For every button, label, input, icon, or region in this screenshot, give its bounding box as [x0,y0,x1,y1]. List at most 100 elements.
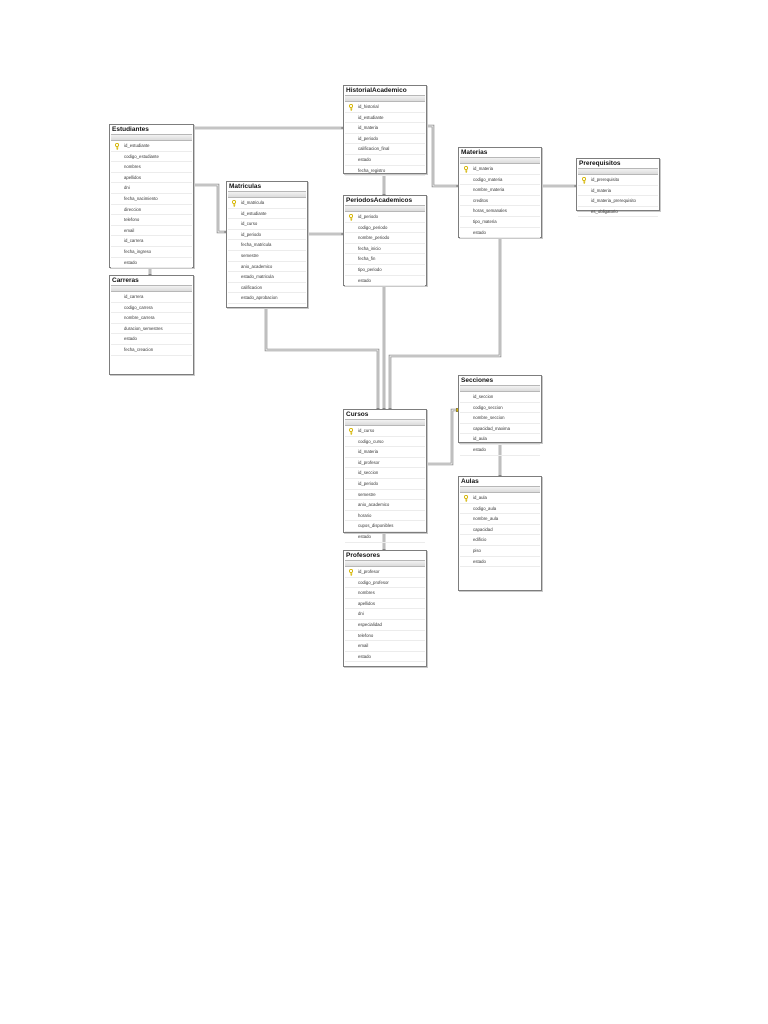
column-row[interactable]: capacidad [460,525,540,536]
column-row[interactable]: estado [460,228,540,239]
column-row[interactable]: apellidos [345,599,425,610]
table-title[interactable]: Materias [459,148,541,157]
column-row[interactable]: calificacion_final [345,144,425,155]
column-row[interactable]: id_curso [228,219,306,230]
column-row[interactable]: codigo_materia [460,175,540,186]
column-row[interactable]: id_periodo [345,134,425,145]
column-row[interactable]: id_carrera [111,236,192,247]
column-row[interactable]: tipo_periodo [345,265,425,276]
column-row[interactable]: duracion_semestres [111,324,192,335]
column-row[interactable]: cupos_disponibles [345,521,425,532]
column-row[interactable]: nombres [345,588,425,599]
column-row[interactable]: fecha_nacimiento [111,194,192,205]
table-title[interactable]: HistorialAcademico [344,86,426,95]
column-row[interactable]: estado [345,276,425,287]
column-row[interactable]: estado_matricula [228,272,306,283]
column-row[interactable]: horario [345,511,425,522]
column-row[interactable]: especialidad [345,620,425,631]
column-row[interactable]: nombre_periodo [345,233,425,244]
column-row[interactable]: estado [345,155,425,166]
column-row[interactable]: id_materia [345,123,425,134]
column-row[interactable]: codigo_estudiante [111,152,192,163]
column-row[interactable]: fecha_matricula [228,240,306,251]
column-row[interactable]: fecha_fin [345,254,425,265]
column-row[interactable]: id_periodo [228,230,306,241]
column-row[interactable]: creditos [460,196,540,207]
column-row[interactable]: estado_aprobacion [228,293,306,304]
column-row[interactable]: email [111,226,192,237]
column-row[interactable]: nombre_aula [460,514,540,525]
column-row[interactable]: estado [460,445,540,456]
column-row[interactable]: id_periodo [345,479,425,490]
column-row[interactable]: codigo_seccion [460,403,540,414]
column-row[interactable]: id_materia_prerequisito [578,196,658,207]
column-row[interactable]: anio_academico [228,262,306,273]
column-row[interactable]: id_carrera [111,292,192,303]
column-row[interactable]: calificacion [228,283,306,294]
column-row[interactable]: horas_semanales [460,206,540,217]
column-row[interactable]: codigo_aula [460,504,540,515]
column-row[interactable]: id_seccion [345,468,425,479]
column-row[interactable]: fecha_registro [345,166,425,177]
column-row[interactable]: id_curso [345,426,425,437]
column-row[interactable]: telefono [345,631,425,642]
column-row[interactable]: direccion [111,205,192,216]
column-row[interactable]: email [345,641,425,652]
column-row[interactable]: fecha_creacion [111,345,192,356]
table-title[interactable]: Prerequisitos [577,159,659,168]
column-row[interactable]: dni [345,609,425,620]
column-row[interactable]: codigo_periodo [345,223,425,234]
column-row[interactable]: tipo_materia [460,217,540,228]
column-row[interactable]: codigo_profesor [345,578,425,589]
column-row[interactable]: id_profesor [345,567,425,578]
column-row[interactable]: estado [460,557,540,568]
column-row[interactable]: id_matricula [228,198,306,209]
table-title[interactable]: Carreras [110,276,193,285]
table-title[interactable]: Profesores [344,551,426,560]
table-title[interactable]: Matriculas [227,182,307,191]
column-row[interactable]: capacidad_maxima [460,424,540,435]
column-row[interactable]: fecha_inicio [345,244,425,255]
table-title[interactable]: Secciones [459,376,541,385]
column-row[interactable]: estado [345,532,425,543]
column-row[interactable]: id_estudiante [111,141,192,152]
table-title[interactable]: PeriodosAcademicos [344,196,426,205]
column-row[interactable]: id_materia [578,186,658,197]
column-row[interactable]: id_seccion [460,392,540,403]
column-row[interactable]: nombres [111,162,192,173]
column-row[interactable]: telefono [111,215,192,226]
column-row[interactable]: fecha_ingreso [111,247,192,258]
column-row[interactable]: dni [111,183,192,194]
column-row[interactable]: id_estudiante [345,113,425,124]
column-row[interactable]: edificio [460,535,540,546]
column-row[interactable]: semestre [228,251,306,262]
column-row[interactable]: es_obligatorio [578,207,658,218]
column-row[interactable]: nombre_materia [460,185,540,196]
column-row[interactable]: nombre_seccion [460,413,540,424]
column-row[interactable]: estado [345,652,425,663]
column-row[interactable]: id_historial [345,102,425,113]
column-row[interactable]: id_aula [460,434,540,445]
column-row[interactable]: piso [460,546,540,557]
column-row[interactable]: codigo_carrera [111,303,192,314]
column-row[interactable]: apellidos [111,173,192,184]
column-row[interactable]: nombre_carrera [111,313,192,324]
column-row[interactable]: id_prerequisito [578,175,658,186]
column-row[interactable]: estado [111,258,192,269]
column-row[interactable]: id_profesor [345,458,425,469]
table-title[interactable]: Estudiantes [110,125,193,134]
column-row[interactable]: id_materia [460,164,540,175]
column-row[interactable]: id_estudiante [228,209,306,220]
table-title[interactable]: Aulas [459,477,541,486]
column-row[interactable]: semestre [345,490,425,501]
column-row[interactable]: estado [111,334,192,345]
